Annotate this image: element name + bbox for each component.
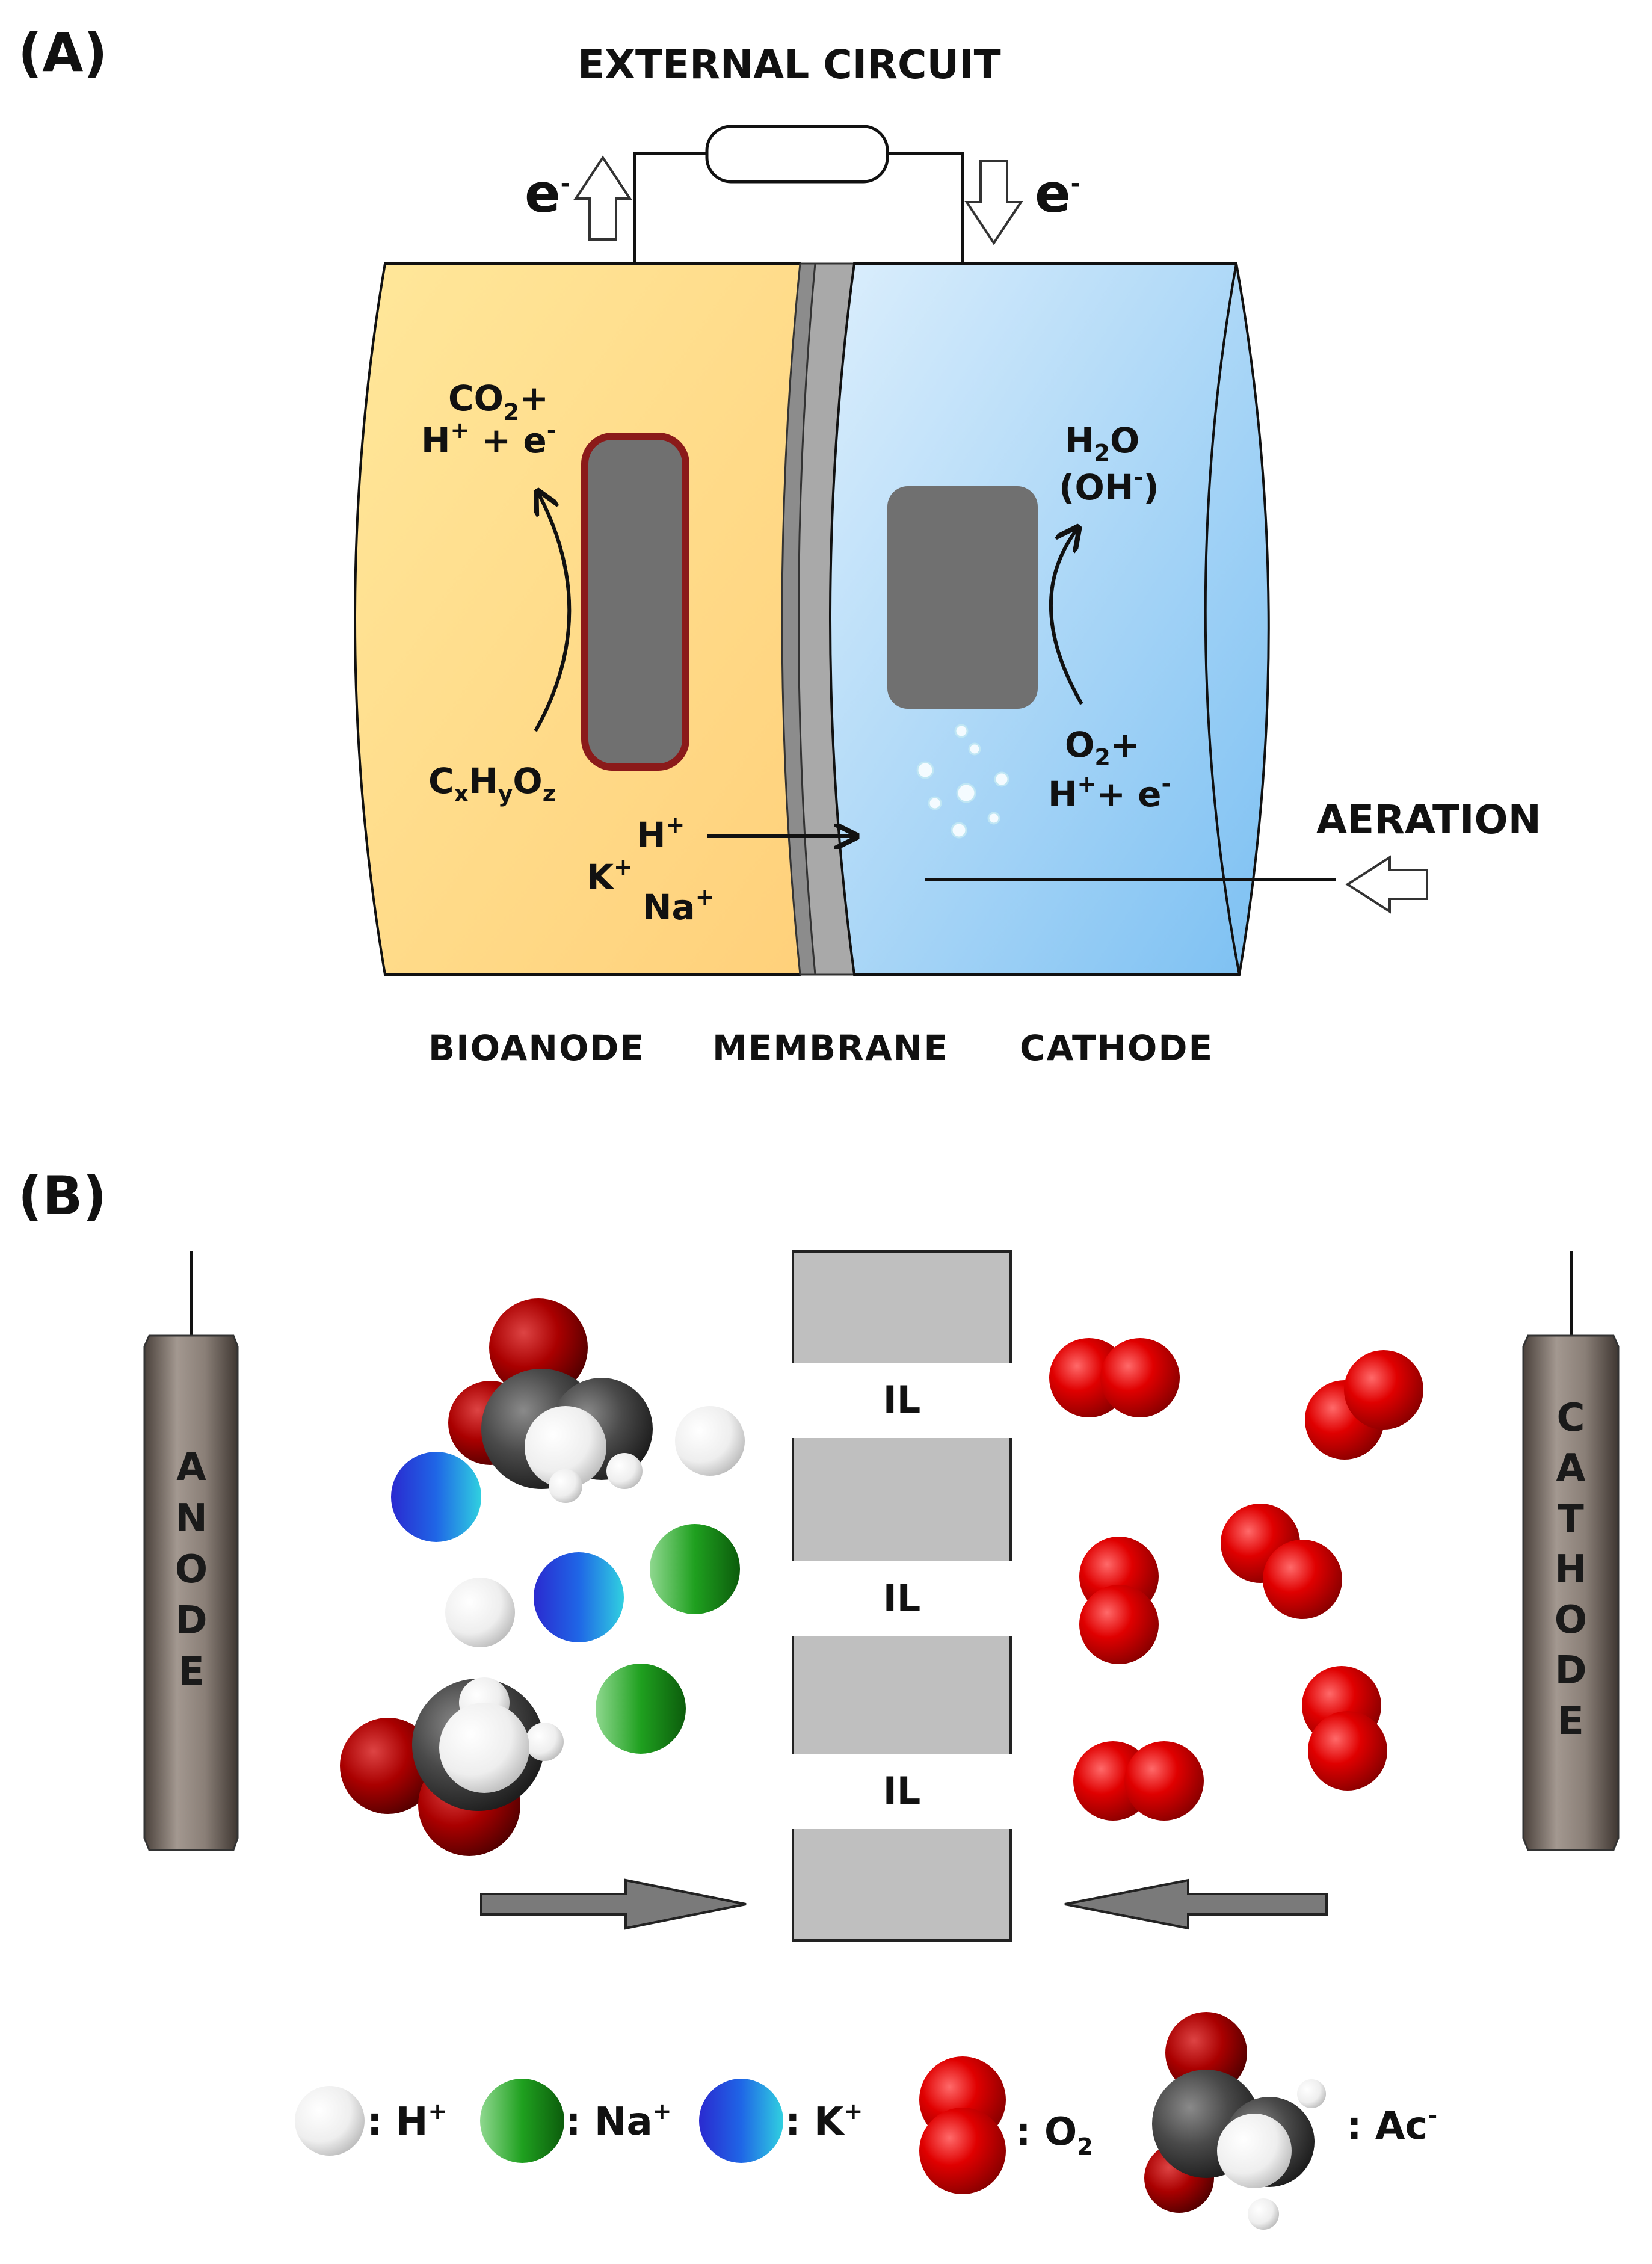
il-band-1 <box>788 1363 1016 1438</box>
cathode-reactant-line2: H++ e- <box>1048 771 1171 815</box>
svg-text:N: N <box>175 1496 208 1541</box>
electron-right-label: e- <box>1035 162 1080 224</box>
k-ion-icon <box>391 1452 481 1542</box>
resistor-icon <box>705 125 889 184</box>
h-ion-icon <box>675 1406 745 1476</box>
legend-h-ion-label: : H+ <box>367 2098 447 2144</box>
il-label-1: IL <box>883 1378 921 1422</box>
svg-text:O: O <box>1555 1598 1587 1642</box>
svg-text:A: A <box>1556 1446 1586 1491</box>
ion-h-label: H+ <box>636 812 685 856</box>
legend-o2-molecule-icon <box>919 2056 1006 2194</box>
aeration-label: AERATION <box>1316 797 1541 843</box>
na-ion-icon <box>650 1524 740 1614</box>
panel-b-label: (B) <box>18 1165 107 1227</box>
legend-h-ion-icon <box>295 2086 365 2156</box>
legend-na-ion-icon <box>480 2079 564 2163</box>
o2-molecule-icon <box>1221 1504 1342 1619</box>
svg-text:A: A <box>176 1445 206 1490</box>
svg-text:H: H <box>1555 1547 1587 1592</box>
cathode-chamber-back-curve <box>1204 263 1241 975</box>
electron-left-label: e- <box>525 162 570 224</box>
svg-text:O: O <box>175 1547 208 1592</box>
legend-k-ion-icon <box>699 2079 783 2163</box>
legend: : H+ : Na+ : K+ : O2 : Ac- <box>295 2012 1437 2230</box>
anode-rod-letters: A N O D E <box>175 1445 208 1694</box>
k-ion-icon <box>534 1552 624 1642</box>
o2-molecule-icon <box>1079 1537 1159 1664</box>
legend-o2-label: : O2 <box>1016 2110 1093 2160</box>
substrate-formula: CxHyOz <box>428 760 556 807</box>
il-band-3 <box>788 1754 1016 1829</box>
bioanode-label: BIOANODE <box>428 1028 645 1069</box>
svg-text:E: E <box>178 1650 205 1694</box>
aeration-arrow-icon <box>1345 855 1428 914</box>
legend-acetate-molecule-icon <box>1144 2012 1326 2230</box>
anode-product-line1: CO2+ <box>448 378 549 425</box>
o2-molecule-icon <box>1073 1741 1204 1821</box>
acetate-molecule-icon <box>340 1677 564 1856</box>
o2-molecule-icon <box>1305 1350 1423 1460</box>
ion-k-label: K+ <box>587 854 633 898</box>
na-ion-icon <box>596 1664 686 1754</box>
il-label-2: IL <box>883 1576 921 1620</box>
acetate-molecule-icon <box>448 1298 653 1503</box>
cathode-rod-letters: C A T H O D E <box>1555 1396 1587 1744</box>
cathode-reaction-arrow <box>1049 529 1082 705</box>
cathode-product-line2: (OH-) <box>1059 464 1159 508</box>
air-bubbles-icon <box>916 724 1009 839</box>
panel-a-label: (A) <box>18 22 108 84</box>
svg-text:C: C <box>1557 1396 1585 1440</box>
il-label-3: IL <box>883 1769 921 1813</box>
cathode-product-line1: H2O <box>1065 420 1139 466</box>
anode-rod <box>143 1251 239 1851</box>
o2-molecule-icon <box>1049 1338 1180 1417</box>
svg-text:E: E <box>1558 1699 1584 1744</box>
cathode-label: CATHODE <box>1020 1028 1213 1069</box>
il-band-2 <box>788 1561 1016 1636</box>
electron-down-arrow-icon <box>964 160 1023 245</box>
legend-na-ion-label: : Na+ <box>566 2098 671 2144</box>
electron-up-arrow-icon <box>573 155 632 241</box>
svg-text:T: T <box>1558 1497 1584 1541</box>
o2-molecule-icon <box>1302 1666 1387 1791</box>
anode-product-line2: H+ + e- <box>421 417 556 461</box>
legend-k-ion-label: : K+ <box>785 2098 863 2144</box>
anode-electrode <box>581 433 689 771</box>
svg-text:D: D <box>175 1599 207 1643</box>
ion-na-label: Na+ <box>643 884 715 928</box>
left-flow-arrow-icon <box>480 1878 747 1930</box>
external-circuit-label: EXTERNAL CIRCUIT <box>578 42 1001 88</box>
h-ion-icon <box>445 1578 515 1647</box>
cathode-rod <box>1522 1251 1620 1851</box>
anode-reaction-arrow <box>535 493 572 732</box>
cathode-electrode <box>887 486 1038 709</box>
legend-acetate-label: : Ac- <box>1346 2102 1437 2148</box>
right-flow-arrow-icon <box>1064 1878 1328 1930</box>
cathode-reactant-line1: O2+ <box>1065 724 1139 771</box>
membrane-label: MEMBRANE <box>712 1028 949 1069</box>
svg-text:D: D <box>1555 1649 1586 1693</box>
